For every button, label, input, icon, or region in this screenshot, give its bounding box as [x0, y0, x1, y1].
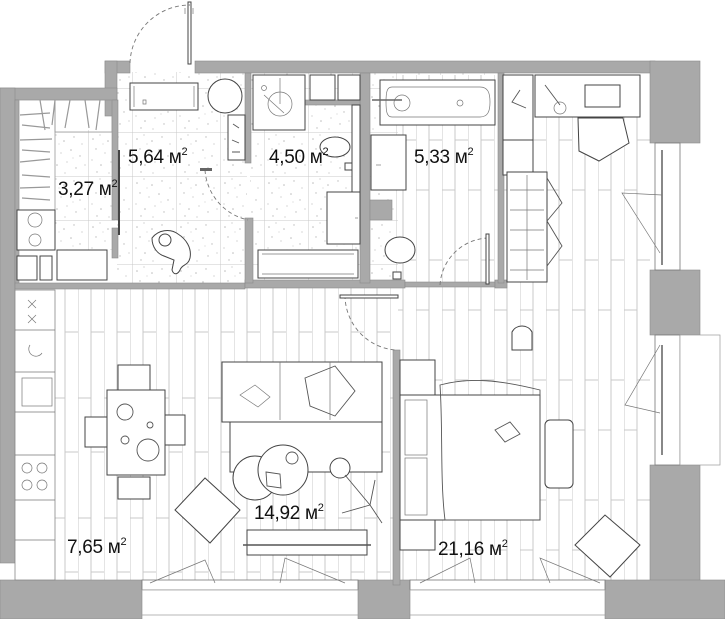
walls — [0, 60, 725, 619]
wardrobe-bedroom-icon — [506, 171, 563, 283]
area-label-bedroom: 21,16 м2 — [438, 538, 508, 560]
kitchen-counter-icon — [14, 289, 56, 581]
sink-icon — [326, 191, 361, 245]
round-table-icon — [207, 78, 243, 114]
bathtub-icon — [372, 79, 496, 126]
balcony-window-icon — [621, 142, 681, 271]
shower-icon — [252, 74, 306, 131]
entry-door-icon — [129, 1, 194, 65]
area-label-wardrobe: 3,27 м2 — [58, 178, 118, 200]
office-chair-icon — [577, 117, 630, 162]
armchair-icon — [174, 477, 241, 544]
bench-icon — [129, 82, 199, 111]
bed-icon — [399, 379, 541, 521]
balcony-window-2-icon — [624, 334, 721, 466]
shoe-rack-icon — [227, 114, 246, 161]
area-label-hallway: 5,64 м2 — [128, 146, 188, 168]
nightstand-icon — [399, 359, 436, 551]
sink-bath-icon — [370, 134, 407, 191]
wc-door-swing — [204, 169, 249, 221]
tv-console-icon — [243, 529, 371, 556]
desk-icon — [502, 74, 641, 141]
stove-icon — [21, 462, 48, 491]
area-label-bathroom: 5,33 м2 — [414, 146, 474, 168]
balcony-window-bottom-icon — [141, 557, 359, 616]
area-label-wc: 4,50 м2 — [269, 146, 329, 168]
balcony-window-bottom-2-icon — [409, 557, 606, 616]
pouf-icon — [511, 325, 533, 351]
floor-wardrobe — [55, 130, 115, 250]
toilet-bath-icon — [384, 236, 416, 280]
coffee-table-icon — [232, 444, 309, 501]
washing-machine-icon — [16, 209, 56, 251]
dining-table-icon — [84, 364, 186, 500]
armchair-bedroom-icon — [574, 514, 641, 578]
area-label-kitchen: 7,65 м2 — [67, 536, 127, 558]
bench-wc-icon — [257, 249, 359, 279]
wardrobe-icon — [18, 99, 113, 211]
ottoman-icon — [544, 419, 574, 489]
floor-lamp-icon — [329, 457, 383, 524]
area-label-living: 14,92 м2 — [254, 502, 324, 524]
person-icon — [151, 230, 191, 275]
